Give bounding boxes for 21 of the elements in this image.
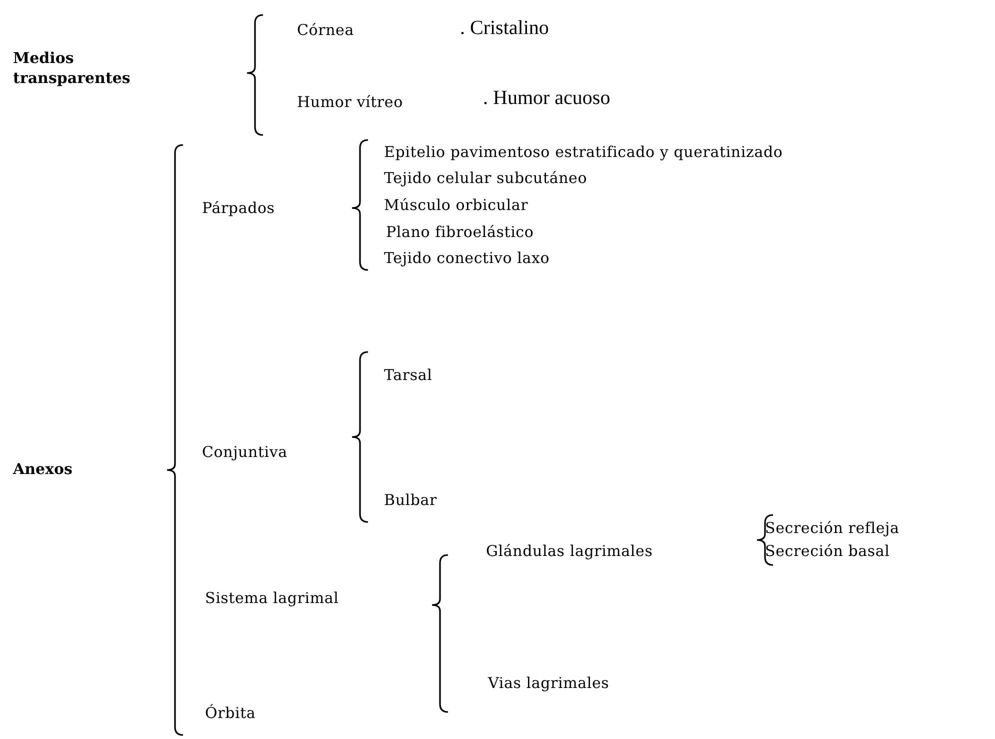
term-text: Secreción basal bbox=[765, 541, 890, 561]
category-heading: Medios transparentes bbox=[13, 48, 132, 88]
term-text: Vias lagrimales bbox=[488, 673, 610, 693]
term-text: Glándulas lagrimales bbox=[486, 541, 653, 561]
term-text: . Cristalino bbox=[460, 16, 549, 40]
term-text: Párpados bbox=[202, 198, 275, 218]
term-text: Tarsal bbox=[384, 365, 432, 385]
term-text: Secreción refleja bbox=[765, 518, 900, 538]
term-text: Bulbar bbox=[384, 490, 437, 510]
category-heading: Anexos bbox=[13, 459, 74, 479]
term-text: . Humor acuoso bbox=[483, 86, 610, 110]
term-text: Músculo orbicular bbox=[384, 195, 528, 215]
term-text: Humor vítreo bbox=[297, 92, 403, 112]
term-text: Sistema lagrimal bbox=[205, 588, 339, 608]
term-text: Tejido celular subcutáneo bbox=[384, 168, 588, 188]
term-text: Plano fibroelástico bbox=[386, 222, 534, 242]
term-text: Córnea bbox=[297, 20, 354, 40]
term-text: Conjuntiva bbox=[202, 442, 288, 462]
term-text: Epitelio pavimentoso estratificado y queratinizado bbox=[384, 142, 783, 162]
term-text: Órbita bbox=[205, 703, 256, 723]
term-text: Tejido conectivo laxo bbox=[384, 248, 550, 268]
